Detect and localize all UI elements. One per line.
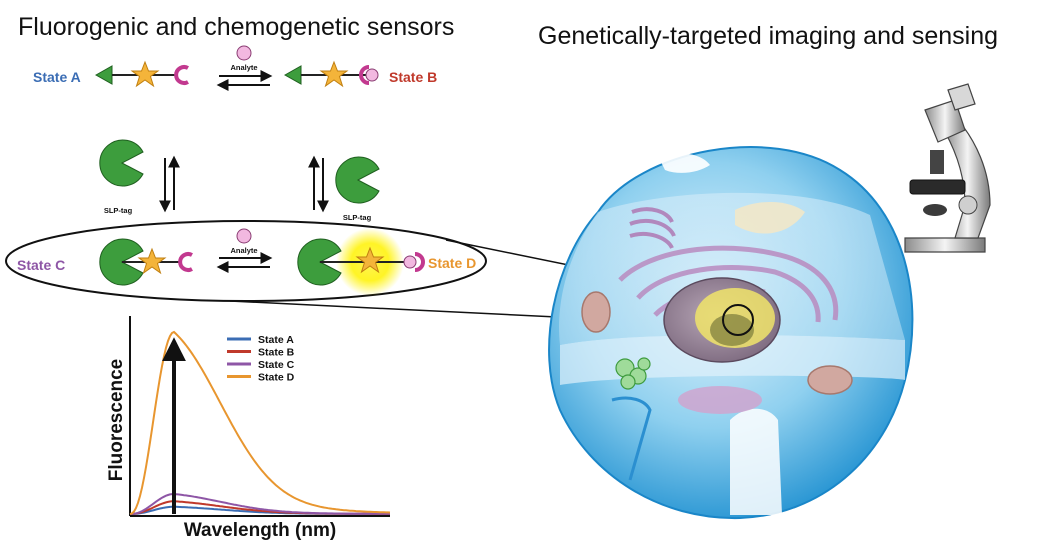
slp-tag-right-group: SLP-tag	[308, 155, 380, 222]
binder-crescent-icon	[178, 252, 193, 272]
centrosome-icon	[615, 357, 651, 390]
state-b-construct: State B	[283, 60, 437, 88]
bound-analyte-icon	[365, 68, 379, 82]
mitochondrion-icon	[807, 365, 853, 395]
right-panel-title: Genetically-targeted imaging and sensing	[538, 22, 998, 50]
state-b-label: State B	[389, 69, 437, 85]
legend-label: State C	[258, 359, 295, 371]
slp-tag-icon	[99, 139, 144, 187]
binder-crescent-icon	[174, 65, 189, 85]
state-a-label: State A	[33, 69, 81, 85]
slp-tag-label-left: SLP-tag	[104, 206, 133, 215]
vesicle-stack	[678, 386, 762, 414]
fluorophore-star-icon	[130, 60, 160, 88]
tag-triangle-icon	[283, 65, 302, 85]
fluorophore-star-icon	[319, 60, 349, 88]
slp-tag-left-group: SLP-tag	[99, 139, 180, 215]
legend-label: State D	[258, 372, 295, 384]
slp-tag-label-right: SLP-tag	[343, 213, 372, 222]
legend-label: State A	[258, 334, 294, 346]
nucleolus	[710, 314, 754, 346]
membrane-tuft-bottom	[730, 408, 782, 515]
golgi-apparatus	[629, 207, 676, 250]
analyte-equilibrium-top: Analyte	[216, 45, 273, 91]
bound-analyte-icon	[403, 255, 417, 269]
fluorophore-star-icon	[137, 247, 167, 275]
magnified-region-marker	[722, 304, 754, 336]
analyte-label-bottom: Analyte	[230, 246, 257, 255]
fluorescence-spectrum-chart: Fluorescence Wavelength (nm) State AStat…	[106, 316, 391, 541]
state-d-label: State D	[428, 255, 476, 271]
legend-label: State B	[258, 347, 295, 359]
state-c-construct: State C	[17, 238, 193, 286]
microscope-icon	[904, 83, 991, 253]
slp-tag-icon	[335, 156, 380, 204]
fluorophore-star-icon	[355, 246, 385, 274]
cell-illustration	[548, 146, 914, 520]
binder-crescent-icon	[414, 252, 425, 272]
spectrum-curve-state-d	[129, 330, 391, 515]
analyte-circle-icon	[236, 228, 252, 244]
state-a-construct: State A	[33, 60, 189, 88]
analyte-equilibrium-bottom: Analyte	[216, 228, 273, 273]
state-d-construct: State D	[297, 228, 476, 296]
mitochondrion-icon	[581, 291, 611, 333]
membrane-tuft-top	[660, 153, 710, 173]
x-axis-label: Wavelength (nm)	[184, 520, 336, 541]
golgi-vesicle	[735, 201, 805, 234]
state-c-label: State C	[17, 257, 65, 273]
left-panel-title: Fluorogenic and chemogenetic sensors	[18, 13, 454, 41]
membrane-channel	[611, 396, 652, 481]
analyte-circle-icon	[236, 45, 252, 61]
y-axis-label: Fluorescence	[106, 359, 127, 482]
binder-crescent-icon	[359, 65, 370, 85]
ellipse-callout	[5, 220, 487, 302]
slp-tag-icon	[297, 238, 342, 286]
slp-tag-icon	[99, 238, 144, 286]
tag-triangle-icon	[94, 65, 113, 85]
analyte-label-top: Analyte	[230, 63, 257, 72]
